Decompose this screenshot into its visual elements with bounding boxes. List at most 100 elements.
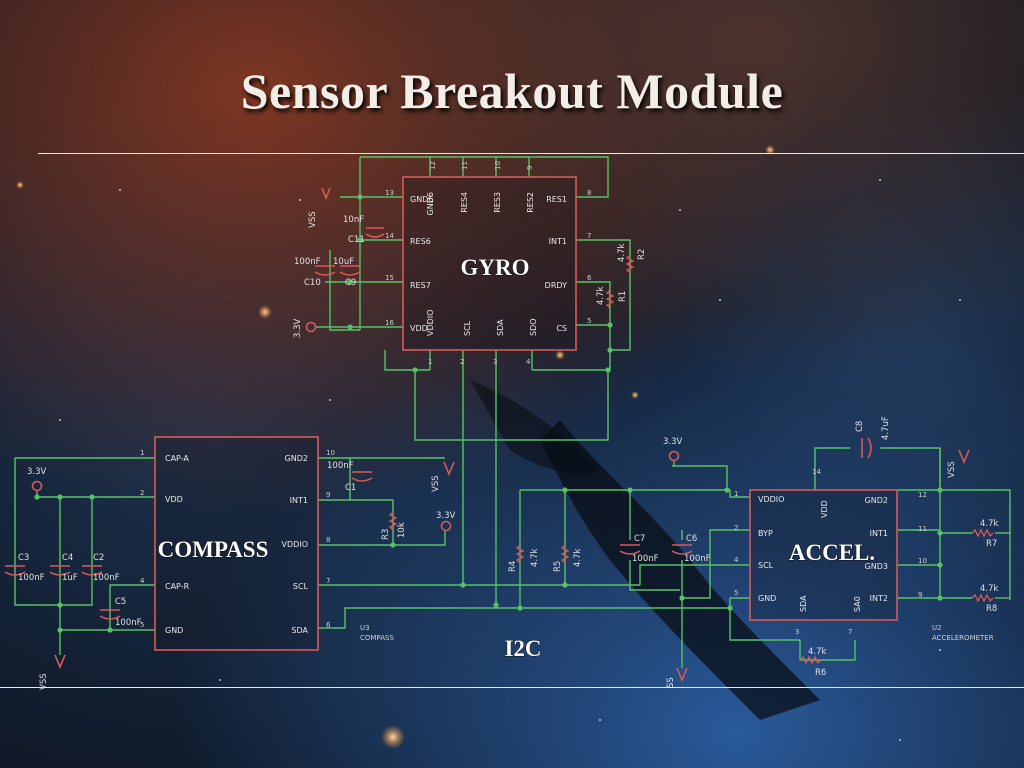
gyro-pin-number: 10	[494, 161, 502, 170]
compass-pin-number: 6	[326, 621, 331, 629]
gyro-pin-label: RES7	[410, 281, 431, 290]
gyro-pin-number: 5	[587, 317, 591, 325]
compass-pin-label: SDA	[291, 626, 308, 635]
resistor-r2: 4.7k R2	[617, 243, 647, 274]
gyro-chip	[402, 176, 577, 351]
gyro-pin-number: 16	[385, 319, 394, 327]
svg-text:VSS: VSS	[308, 211, 318, 228]
compass-vss-symbol: VSS	[431, 461, 455, 492]
accel-section: VDDIO BYP SCL GND VDD SDA SA0 GND2 INT1 …	[734, 416, 1011, 678]
compass-pin-number: 4	[140, 577, 145, 585]
svg-text:R2: R2	[637, 249, 647, 260]
accel-pin-label: VDDIO	[758, 495, 784, 504]
capacitor-c10: 100nF C10	[294, 257, 336, 288]
accel-pin-label: INT1	[870, 529, 888, 538]
compass-3v3-source: 3.3V	[436, 511, 456, 532]
svg-text:C11: C11	[348, 235, 365, 245]
svg-text:4.7uF: 4.7uF	[881, 416, 891, 440]
resistor-r6: 4.7k R6	[799, 647, 827, 678]
svg-text:3.3V: 3.3V	[27, 467, 47, 477]
i2c-label: I2C	[504, 636, 541, 661]
accel-vss-symbol: VSS	[947, 449, 970, 478]
svg-text:C2: C2	[93, 553, 104, 563]
svg-text:R8: R8	[986, 604, 997, 614]
capacitor-c11: 10nF C11	[343, 215, 385, 245]
accel-chip	[749, 489, 898, 621]
gyro-pin-label: RES2	[526, 192, 535, 213]
gyro-pin-label: SCL	[463, 320, 472, 336]
svg-text:R7: R7	[986, 539, 997, 549]
gyro-pin-number: 7	[587, 232, 591, 240]
accel-pin-label: GND3	[865, 562, 888, 571]
gyro-pin-label: GND6	[410, 195, 433, 204]
resistor-r1: 4.7k R1	[596, 286, 628, 309]
svg-text:100nF: 100nF	[684, 554, 711, 564]
gyro-pin-label: SDO	[529, 318, 538, 336]
accel-pin-number: 10	[918, 557, 927, 565]
compass-label: COMPASS	[158, 537, 269, 562]
svg-text:C7: C7	[634, 534, 645, 544]
compass-pin-label: VDDIO	[282, 540, 308, 549]
gyro-pin-number: 11	[461, 161, 469, 170]
accel-pin-label: VDD	[820, 500, 829, 518]
accel-pin-number: 3	[795, 628, 799, 636]
i2c-ss-symbol: SS	[666, 667, 688, 688]
gyro-pin-label: GND6	[426, 192, 435, 215]
svg-text:4.7k: 4.7k	[530, 548, 540, 567]
svg-text:R3: R3	[381, 529, 391, 540]
capacitor-c6: C6 100nF	[671, 534, 711, 564]
gyro-pin-label: VDDIO	[426, 310, 435, 336]
gyro-pin-label: RES1	[546, 195, 567, 204]
compass-3v3-left-source: 3.3V	[27, 467, 47, 492]
svg-text:4.7k: 4.7k	[808, 647, 827, 657]
compass-part-name: COMPASS	[360, 634, 394, 642]
svg-text:R1: R1	[618, 291, 628, 302]
gyro-pin-number: 4	[526, 358, 531, 366]
resistor-r4: R4 4.7k	[508, 544, 540, 572]
svg-text:4.7k: 4.7k	[573, 548, 583, 567]
gyro-pin-label: DRDY	[545, 281, 567, 290]
capacitor-c3: C3 100nF	[4, 553, 45, 583]
gyro-pin-number: 13	[385, 189, 394, 197]
svg-text:VSS: VSS	[39, 673, 49, 690]
capacitor-c7: C7 100nF	[619, 534, 659, 564]
resistor-r8: 4.7k R8	[971, 584, 999, 614]
compass-pin-label: VDD	[165, 495, 183, 504]
accel-pin-label: SA0	[853, 596, 862, 612]
compass-chip	[154, 436, 319, 651]
compass-pin-number: 7	[326, 577, 330, 585]
accel-pin-label: SCL	[758, 561, 774, 570]
accel-pin-label: SDA	[799, 595, 808, 612]
bottom-rule	[0, 687, 1024, 688]
svg-text:C8: C8	[855, 421, 865, 432]
svg-text:100nF: 100nF	[115, 618, 142, 628]
svg-text:100nF: 100nF	[632, 554, 659, 564]
gyro-pin-number: 12	[429, 161, 437, 170]
svg-text:3.3V: 3.3V	[663, 437, 683, 447]
gyro-label: GYRO	[461, 255, 530, 280]
accel-pin-number: 4	[734, 556, 739, 564]
accel-part-name: ACCELEROMETER	[932, 634, 994, 642]
slide-title: Sensor Breakout Module	[240, 63, 784, 119]
svg-text:C10: C10	[304, 278, 321, 288]
gyro-pin-number: 6	[587, 274, 592, 282]
accel-pin-label: GND2	[865, 496, 888, 505]
svg-text:10k: 10k	[397, 522, 407, 538]
capacitor-c9: 10uF C9	[333, 257, 361, 288]
accel-pin-label: GND	[758, 594, 776, 603]
svg-text:4.7k: 4.7k	[980, 584, 999, 594]
accel-3v3-source: 3.3V	[663, 437, 683, 466]
compass-pin-label: CAP-R	[165, 582, 190, 591]
gyro-pin-label: VDD	[410, 324, 428, 333]
svg-text:10nF: 10nF	[343, 215, 364, 225]
accel-pin-number: 12	[918, 491, 927, 499]
compass-pin-number: 9	[326, 491, 330, 499]
gyro-pin-number: 3	[493, 358, 497, 366]
gyro-vss-symbol: VSS	[308, 187, 331, 228]
accel-pin-label: BYP	[758, 529, 773, 538]
capacitor-c2: C2 100nF	[81, 553, 120, 583]
compass-pin-label: INT1	[290, 496, 308, 505]
gyro-pin-label: RES6	[410, 237, 431, 246]
